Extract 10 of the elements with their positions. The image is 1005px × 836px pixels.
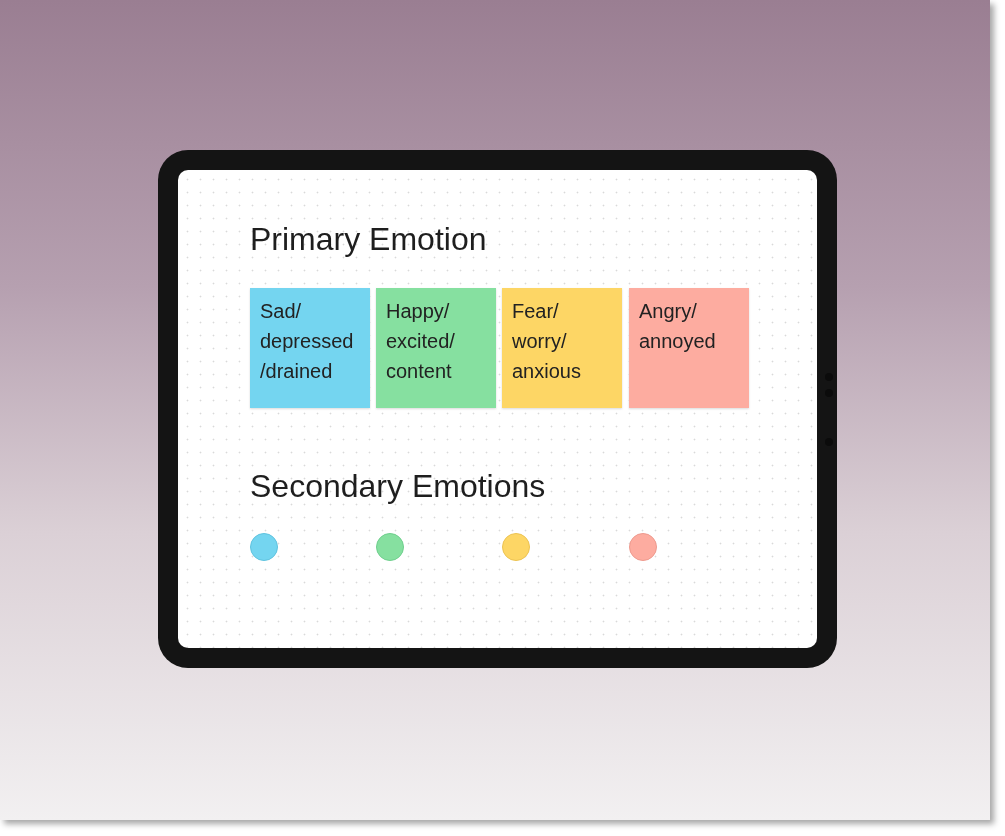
- section-heading: Secondary Emotions: [250, 467, 546, 505]
- sticky-note: Fear/ worry/ anxious: [502, 288, 622, 408]
- dot-marker: [250, 533, 278, 561]
- section-heading: Primary Emotion: [250, 220, 487, 258]
- dot-marker: [376, 533, 404, 561]
- sticky-note: Sad/ depressed /drained: [250, 288, 370, 408]
- dot-marker: [502, 533, 530, 561]
- dot-marker: [629, 533, 657, 561]
- sticky-note: Happy/ excited/ content: [376, 288, 496, 408]
- sticky-note: Angry/ annoyed: [629, 288, 749, 408]
